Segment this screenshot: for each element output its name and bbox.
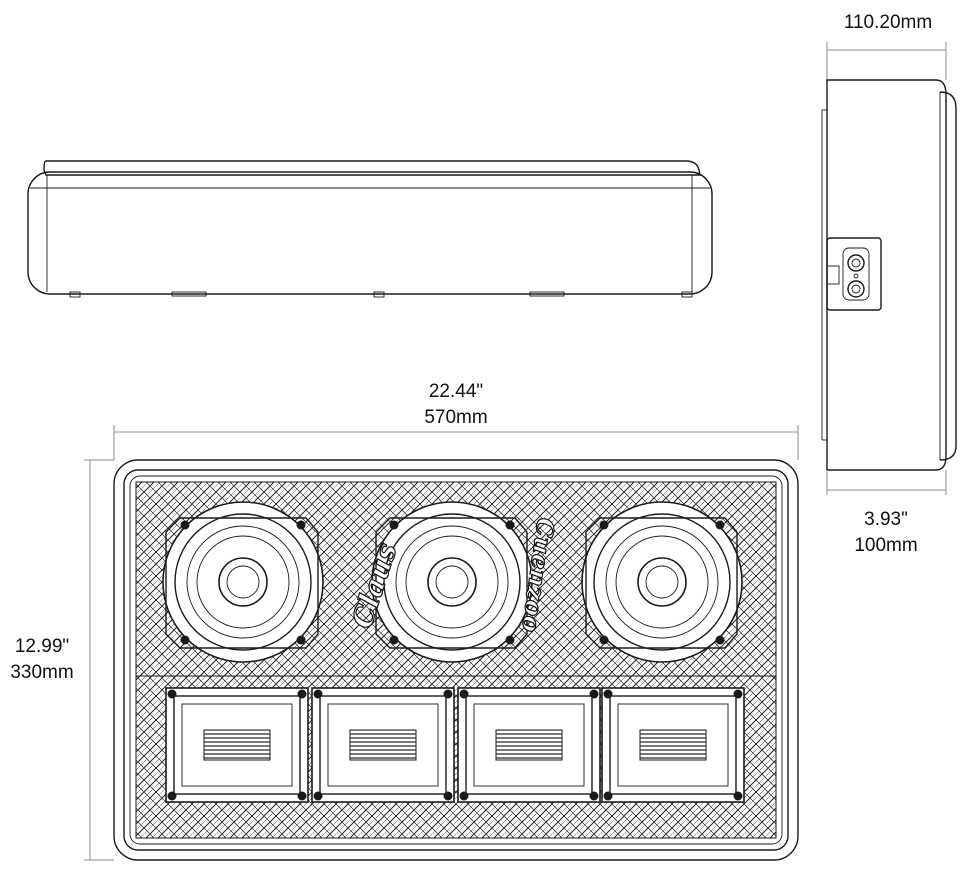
width-mm-label: 570mm: [424, 407, 488, 428]
woofer-right: [581, 501, 743, 663]
tweeter-4: [601, 687, 745, 803]
tweeter-3: [457, 687, 601, 803]
woofer-center: [371, 501, 533, 663]
width-in-label: 22.44": [428, 381, 484, 402]
thickness-mm-label: 100mm: [854, 535, 918, 556]
tweeter-1: [165, 687, 309, 803]
tweeter-2: [311, 687, 455, 803]
woofer-left: [162, 501, 324, 663]
front-elevation-view: [27, 160, 713, 298]
plan-view: Claus Cuenzoo: [84, 425, 799, 861]
depth-mm-label: 110.20mm: [843, 12, 933, 33]
height-in-label: 12.99": [0, 636, 84, 658]
thickness-in-label: 3.93": [864, 509, 908, 530]
height-mm-label: 330mm: [0, 662, 84, 684]
side-elevation-view: [821, 42, 957, 495]
